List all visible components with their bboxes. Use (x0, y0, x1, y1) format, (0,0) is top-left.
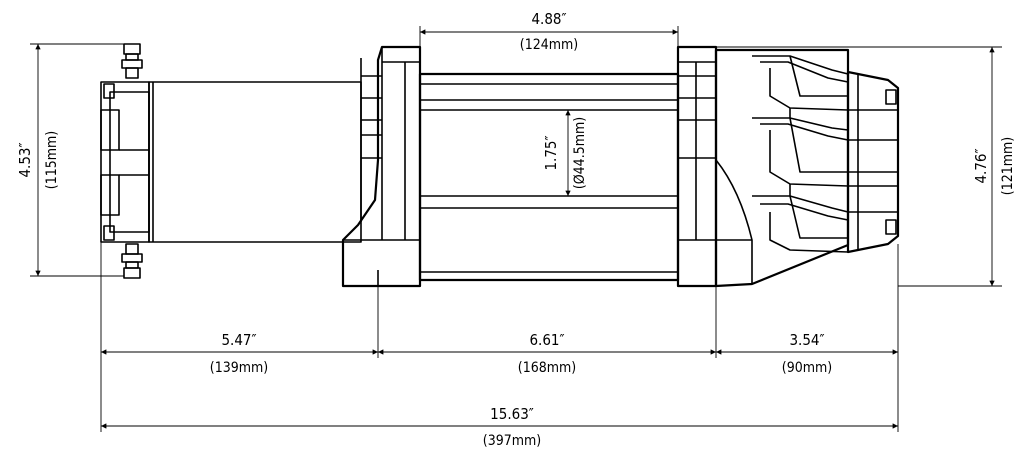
right-height-inch: 4.76″ (972, 148, 990, 183)
left-height-mm: (115mm) (44, 131, 60, 189)
mount-spacing-inch: 6.61″ (529, 331, 564, 349)
gearbox-length-mm: (90mm) (782, 360, 832, 376)
motor-length-inch: 5.47″ (221, 331, 256, 349)
gearbox-length-inch: 3.54″ (789, 331, 824, 349)
terminal-stud-bottom (121, 243, 143, 279)
winch-body (100, 43, 900, 288)
terminal-stud-top (121, 43, 143, 79)
gearbox-housing (714, 48, 850, 288)
overall-length-mm: (397mm) (483, 433, 541, 449)
motor-length-mm: (139mm) (210, 360, 268, 376)
left-height-inch: 4.53″ (16, 142, 34, 177)
cable-drum (418, 72, 680, 282)
gearbox-end-cap (846, 70, 900, 254)
left-drum-support (341, 45, 422, 288)
dimension-lines (30, 26, 1002, 432)
dimension-labels: 4.88″ (124mm) 1.75″ (Ø44.5mm) 4.53″ (115… (16, 10, 1016, 449)
drum-length-mm: (124mm) (520, 37, 578, 53)
motor-end-cap (100, 81, 150, 243)
drum-diameter-inch: 1.75″ (542, 135, 560, 170)
drum-length-inch: 4.88″ (531, 10, 566, 28)
right-height-mm: (121mm) (1000, 137, 1016, 195)
mount-spacing-mm: (168mm) (518, 360, 576, 376)
overall-length-inch: 15.63″ (490, 405, 534, 423)
drum-diameter-mm: (Ø44.5mm) (572, 117, 588, 189)
motor-housing (148, 81, 362, 243)
right-drum-support (676, 45, 718, 288)
